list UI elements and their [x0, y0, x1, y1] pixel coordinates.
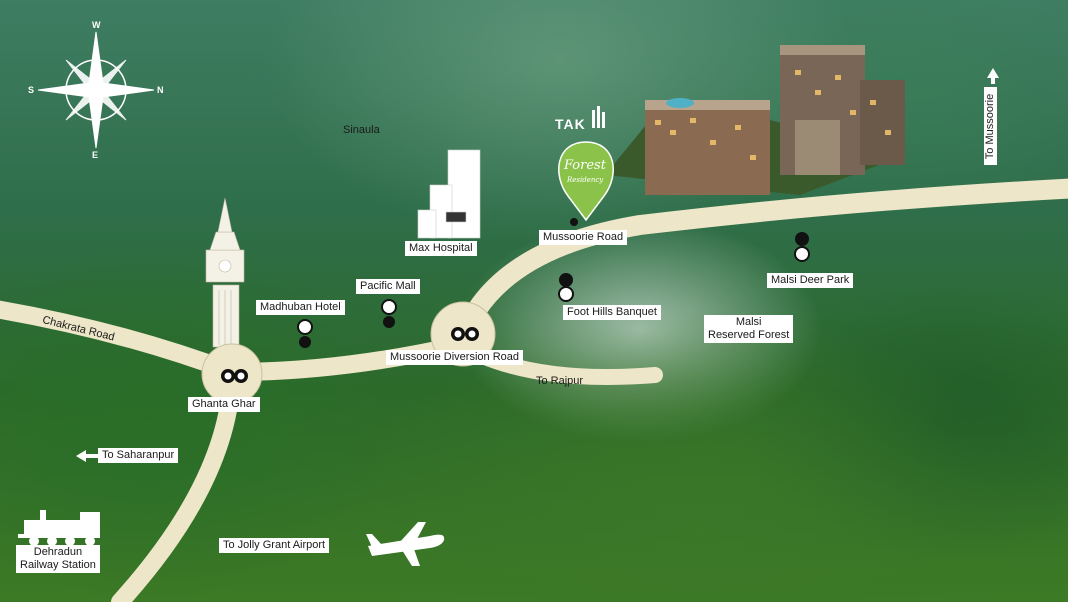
project-name: Forest: [564, 158, 606, 173]
max-hospital-label: Max Hospital: [405, 241, 477, 256]
to-saharanpur-label: To Saharanpur: [98, 448, 179, 463]
malsi-forest-line1: Malsi: [735, 316, 762, 328]
foot-hills-banquet-label: Foot Hills Banquet: [563, 305, 661, 320]
madhuban-hotel-label: Madhuban Hotel: [256, 300, 345, 315]
mussoorie-road-label: Mussoorie Road: [539, 230, 628, 245]
compass-south-letter: S: [28, 85, 35, 95]
compass-north-letter: N: [157, 85, 164, 95]
pacific-mall-label: Pacific Mall: [356, 279, 420, 294]
ghanta-ghar-roundabout: [201, 343, 263, 405]
malsi-deer-park-marker-icon: [794, 232, 810, 262]
arrow-up-icon: [987, 68, 999, 84]
railway-line2: Railway Station: [20, 559, 96, 571]
sinaula-label: Sinaula: [343, 124, 380, 136]
railway-line1: Dehradun: [33, 546, 83, 558]
foot-hills-banquet-marker-icon: [558, 273, 574, 302]
malsi-reserved-forest-label: Malsi Reserved Forest: [704, 315, 794, 343]
compass-east-letter: E: [92, 150, 99, 160]
mussoorie-road: [450, 178, 1068, 355]
to-jolly-grant-airport-label: To Jolly Grant Airport: [219, 538, 330, 553]
ghanta-ghar-label: Ghanta Ghar: [188, 397, 260, 412]
arrow-left-icon: [76, 450, 98, 462]
brand-logo-text: TAK: [555, 116, 586, 132]
to-mussoorie-label: To Mussoorie: [984, 93, 997, 159]
project-subname: Residency: [567, 176, 604, 184]
mussoorie-diversion-road-label: Mussoorie Diversion Road: [386, 350, 523, 365]
madhuban-hotel-marker-icon: [297, 319, 313, 348]
chakrata-road: [0, 300, 241, 381]
to-rajpur-label: To Rajpur: [536, 375, 584, 387]
compass-west-letter: W: [92, 20, 101, 30]
pacific-mall-marker-icon: [381, 299, 397, 328]
malsi-deer-park-label: Malsi Deer Park: [767, 273, 854, 288]
dehradun-railway-station-label: Dehradun Railway Station: [16, 545, 100, 573]
malsi-forest-line2: Reserved Forest: [708, 329, 790, 341]
to-mussoorie-label-box: To Mussoorie: [984, 87, 997, 165]
